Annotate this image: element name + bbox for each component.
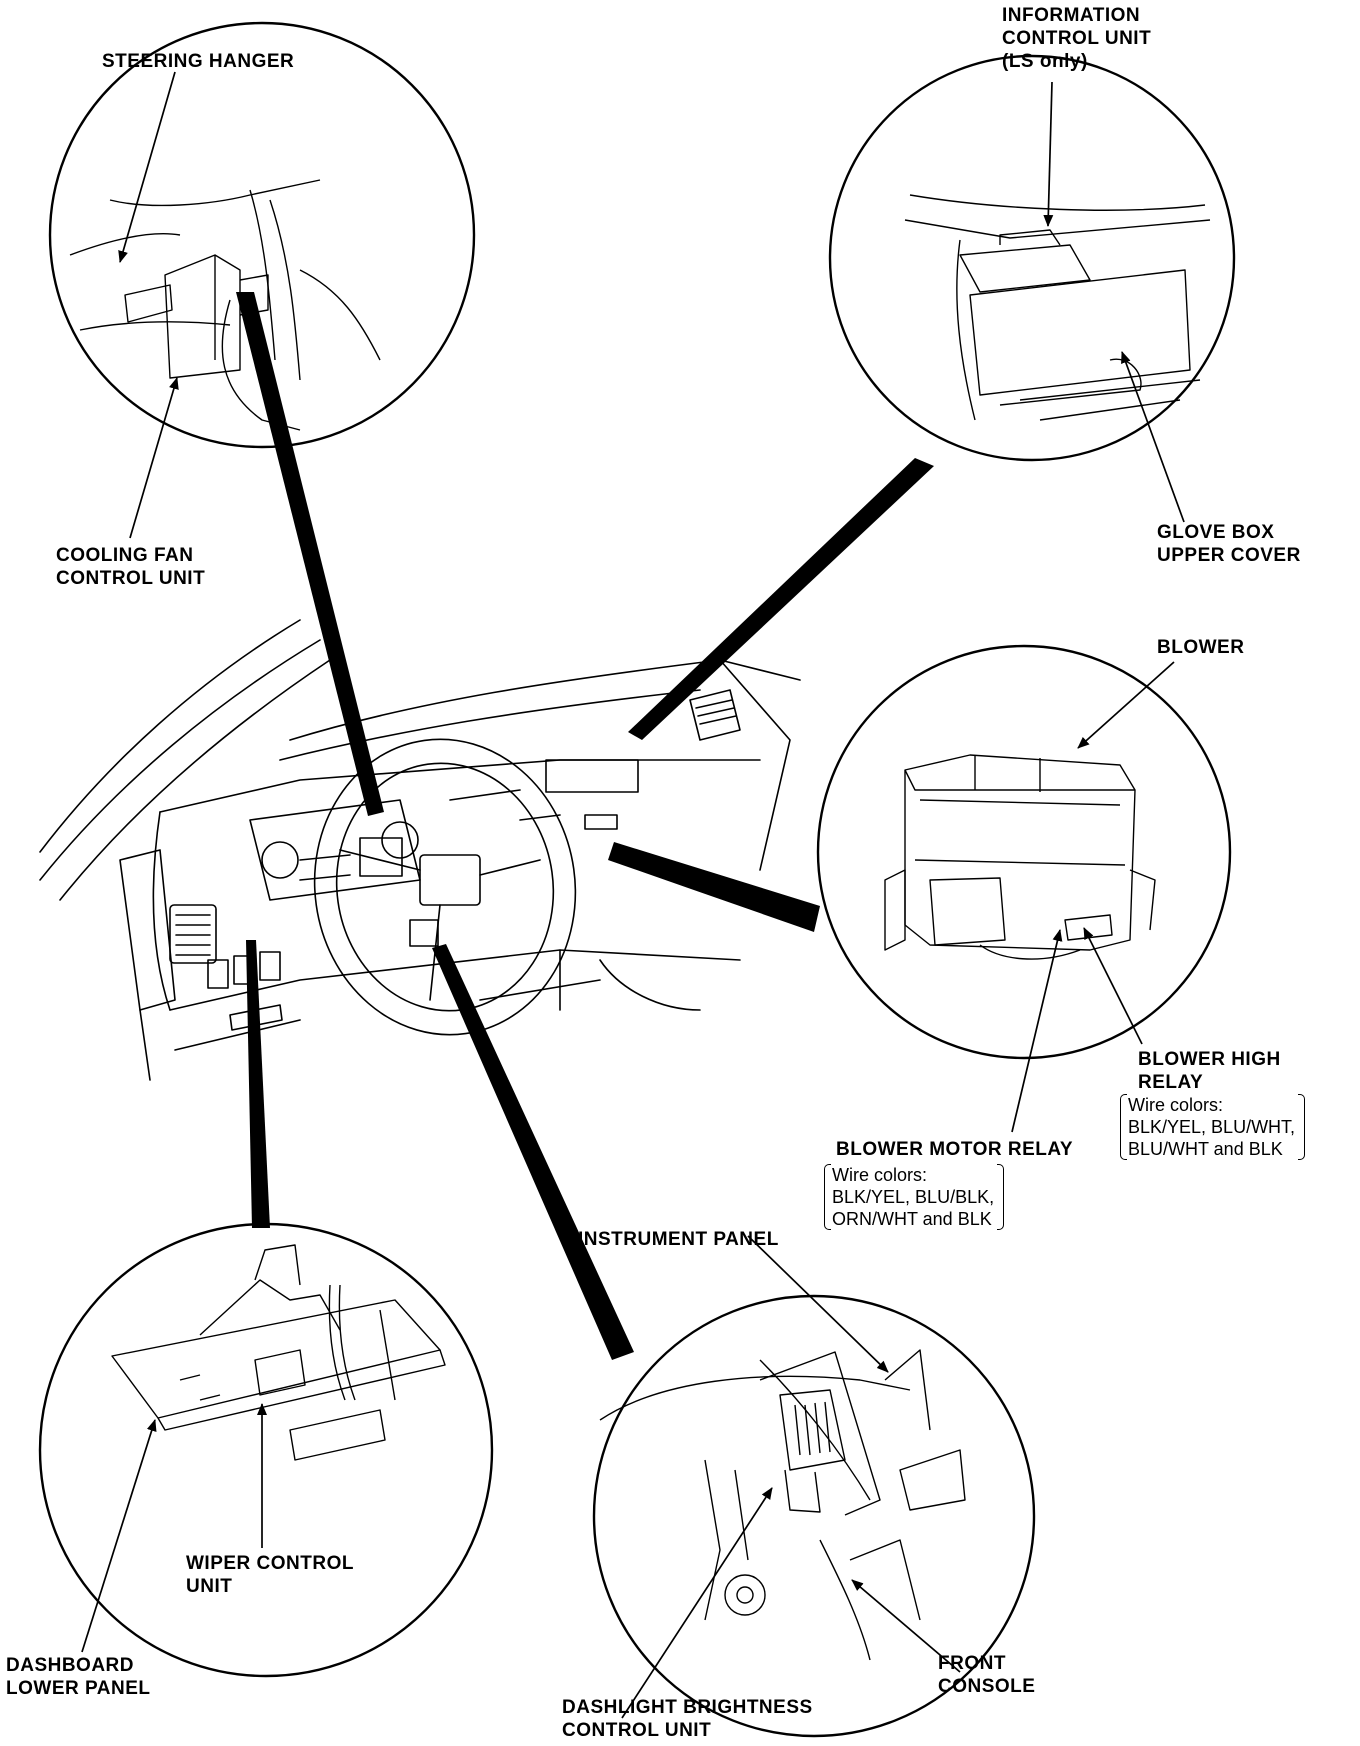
- label-line: DASHLIGHT BRIGHTNESS: [562, 1697, 813, 1718]
- circle-steering-hanger: [48, 21, 476, 449]
- leader-blower: [1077, 661, 1175, 749]
- leader-glove-box: [1121, 351, 1185, 523]
- circle-info-control: [828, 54, 1236, 462]
- leader-info-control: [1043, 81, 1054, 227]
- leader-steering-hanger: [118, 71, 176, 263]
- label-front-console: FRONT CONSOLE: [938, 1652, 1035, 1698]
- circle-blower: [816, 644, 1232, 1060]
- bracket-right: [997, 1164, 1005, 1230]
- wire-line: Wire colors:: [1128, 1095, 1224, 1115]
- label-blower-high-relay: BLOWER HIGH RELAY: [1138, 1048, 1281, 1094]
- label-line: LOWER PANEL: [6, 1678, 151, 1699]
- label-line: FRONT: [938, 1653, 1006, 1674]
- leader-front-console: [851, 1579, 961, 1673]
- label-line: BLOWER HIGH: [1138, 1049, 1281, 1070]
- circle-dashboard-lower: [38, 1222, 494, 1678]
- label-glove-box-upper-cover: GLOVE BOX UPPER COVER: [1157, 521, 1301, 567]
- label-dashboard-lower-panel: DASHBOARD LOWER PANEL: [6, 1654, 150, 1700]
- leader-blower-high-relay: [1083, 927, 1143, 1045]
- wire-line: BLU/WHT and BLK: [1128, 1139, 1283, 1159]
- label-information-control-unit: INFORMATION CONTROL UNIT (LS only): [1002, 4, 1151, 73]
- bracket-right: [1298, 1094, 1306, 1160]
- circle-sketches: [69, 179, 1211, 1661]
- wire-line: ORN/WHT and BLK: [832, 1209, 992, 1229]
- leader-blower-motor-relay: [1011, 929, 1063, 1133]
- wire-line: BLK/YEL, BLU/BLK,: [832, 1187, 995, 1207]
- label-wiper-control-unit: WIPER CONTROL UNIT: [186, 1552, 354, 1598]
- label-line: CONTROL UNIT: [1002, 28, 1152, 49]
- label-line: WIPER CONTROL: [186, 1553, 354, 1574]
- bracket-left: [1120, 1094, 1127, 1160]
- label-line: CONTROL UNIT: [562, 1720, 712, 1741]
- label-steering-hanger: STEERING HANGER: [102, 51, 295, 72]
- label-line: INFORMATION: [1002, 5, 1141, 26]
- leader-dashboard-lower: [81, 1419, 157, 1653]
- bracket-left: [824, 1164, 831, 1230]
- wire-line: Wire colors:: [832, 1165, 928, 1185]
- label-line: UNIT: [186, 1576, 233, 1597]
- leader-cooling-fan: [129, 377, 179, 539]
- detail-circles: [38, 21, 1236, 1738]
- label-line: GLOVE BOX: [1157, 522, 1275, 543]
- circle-instrument-panel: [592, 1294, 1036, 1738]
- leader-lines: [81, 71, 1185, 1719]
- label-line: (LS only): [1002, 51, 1088, 72]
- label-line: CONSOLE: [938, 1676, 1036, 1697]
- label-line: UPPER COVER: [1157, 545, 1301, 566]
- wire-colors-blower-high-relay: Wire colors: BLK/YEL, BLU/WHT, BLU/WHT a…: [1120, 1094, 1306, 1160]
- label-dashlight-brightness-control-unit: DASHLIGHT BRIGHTNESS CONTROL UNIT: [562, 1696, 813, 1742]
- label-cooling-fan-control-unit: COOLING FAN CONTROL UNIT: [56, 544, 205, 590]
- leader-instrument-panel: [747, 1235, 889, 1373]
- dashboard-drawing: [39, 619, 801, 1081]
- label-line: DASHBOARD: [6, 1655, 134, 1676]
- wire-colors-blower-motor-relay: Wire colors: BLK/YEL, BLU/BLK, ORN/WHT a…: [824, 1164, 1005, 1230]
- label-blower: BLOWER: [1157, 637, 1245, 658]
- label-line: COOLING FAN: [56, 545, 194, 566]
- label-line: CONTROL UNIT: [56, 568, 206, 589]
- wire-line: BLK/YEL, BLU/WHT,: [1128, 1117, 1296, 1137]
- label-line: RELAY: [1138, 1072, 1204, 1093]
- label-instrument-panel: INSTRUMENT PANEL: [578, 1229, 779, 1250]
- leader-dashlight: [621, 1487, 773, 1719]
- label-blower-motor-relay: BLOWER MOTOR RELAY: [836, 1139, 1074, 1160]
